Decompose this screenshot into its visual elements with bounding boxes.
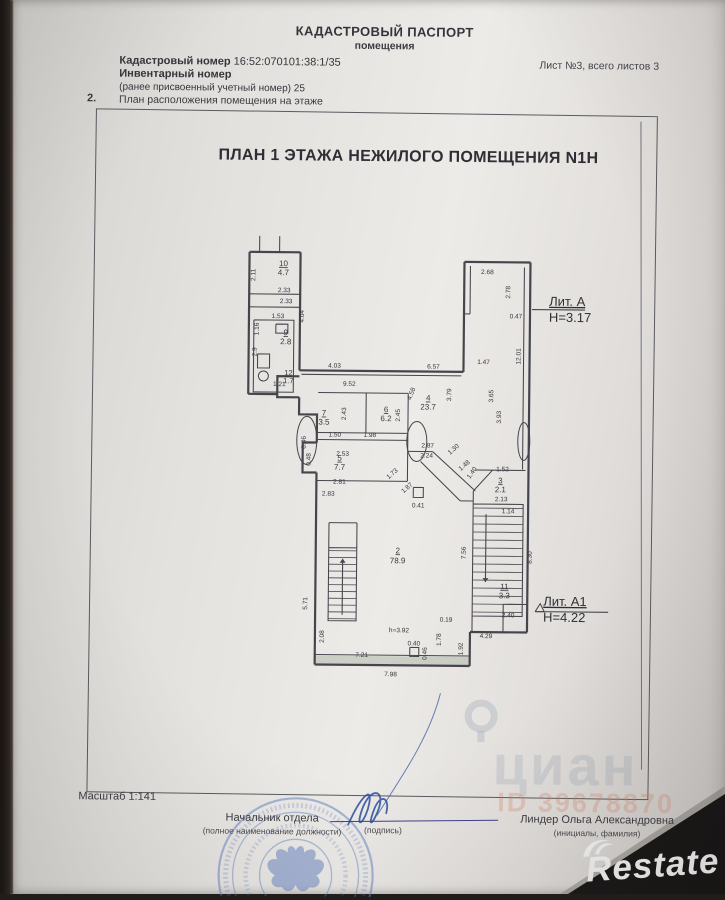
- position-note: (полное наименование должности): [177, 825, 367, 837]
- map-pin-icon: [468, 703, 494, 742]
- restate-swoosh-icon: [579, 835, 614, 859]
- double-eagle-emblem-icon: [267, 846, 324, 892]
- watermark-id: ID 39678870: [497, 787, 674, 820]
- photo-left-edge: [0, 0, 13, 894]
- signature-stroke: [348, 693, 440, 826]
- signature-note: (подпись): [364, 825, 402, 835]
- scale-note: Масштаб 1:141: [78, 790, 156, 803]
- official-position: Начальник отдела: [192, 811, 352, 825]
